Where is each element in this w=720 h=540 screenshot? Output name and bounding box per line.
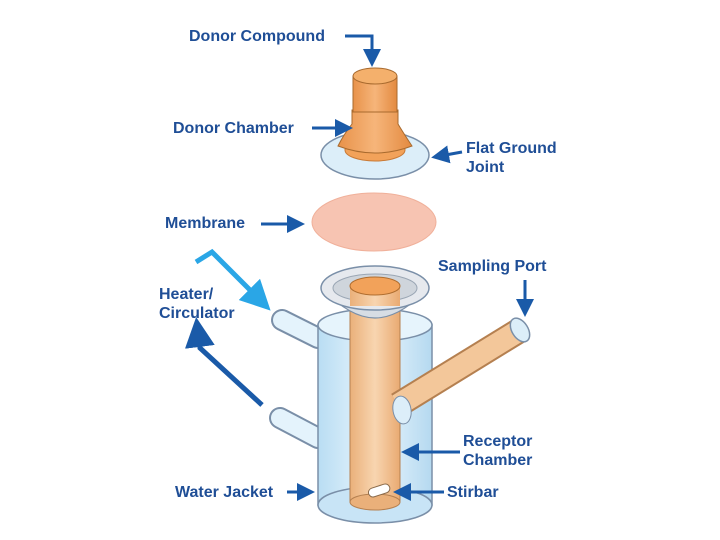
label-receptor-chamber: Receptor Chamber	[463, 432, 532, 470]
donor-chamber	[320, 67, 430, 180]
membrane-disc	[311, 192, 437, 252]
label-heater-line1: Heater/	[159, 286, 214, 303]
label-membrane: Membrane	[165, 215, 246, 232]
stirbar-shape	[367, 483, 391, 498]
sampling-port-opening	[509, 317, 531, 343]
pointer-arrows	[184, 34, 534, 501]
label-flat-ground-joint: Flat Ground Joint	[466, 139, 557, 177]
label-heater-line2: Circulator	[159, 305, 235, 322]
donor-cone	[337, 109, 413, 154]
label-receptor-line2: Chamber	[463, 452, 533, 469]
arrow-heater-out	[194, 248, 271, 311]
donor-top-opening	[352, 67, 398, 85]
label-flat-ground-joint-line2: Joint	[466, 159, 505, 176]
receptor-top-opening	[349, 276, 401, 296]
label-stirbar: Stirbar	[447, 484, 499, 501]
label-donor-compound: Donor Compound	[189, 28, 325, 45]
arrow-flat-ground-joint	[431, 145, 463, 164]
receptor-assembly	[269, 265, 531, 524]
label-receptor-line1: Receptor	[463, 433, 533, 450]
label-water-jacket: Water Jacket	[175, 484, 274, 501]
label-sampling-port: Sampling Port	[438, 258, 547, 275]
arrow-heater-in	[184, 317, 264, 407]
label-donor-chamber: Donor Chamber	[173, 120, 294, 137]
label-flat-ground-joint-line1: Flat Ground	[466, 140, 557, 157]
label-heater-circulator: Heater/ Circulator	[159, 285, 235, 323]
arrow-donor-compound	[345, 34, 381, 67]
